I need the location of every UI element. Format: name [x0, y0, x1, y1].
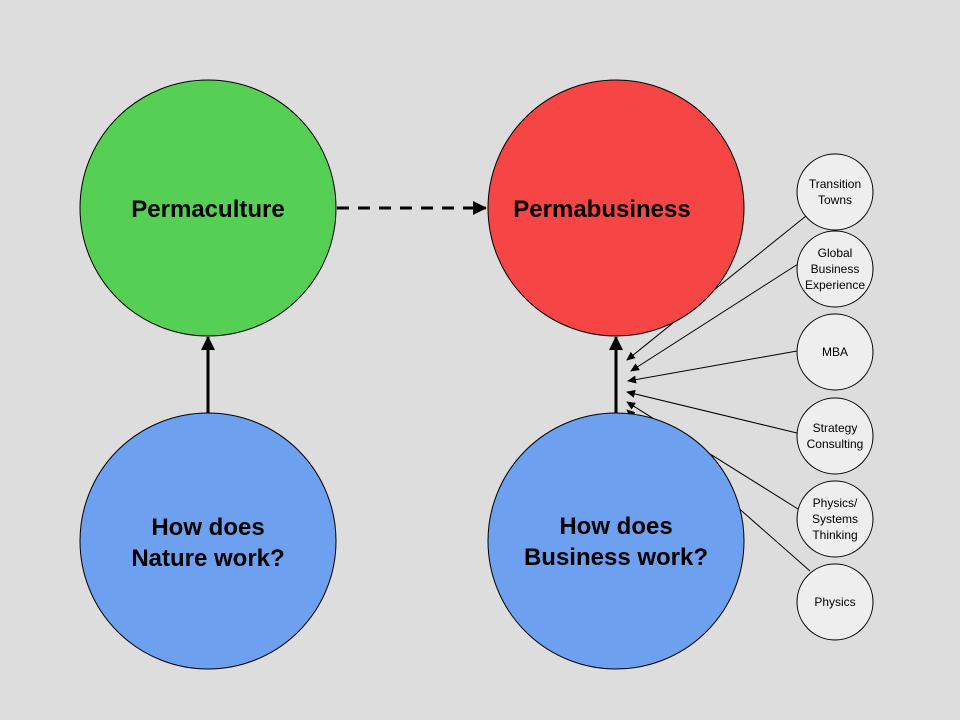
nature-question-circle	[79, 412, 337, 670]
influence-label: Transition	[809, 177, 861, 191]
influence-arrow-mba	[627, 350, 798, 384]
influence-label: MBA	[822, 345, 848, 359]
business-question-line-2: Business work?	[524, 544, 708, 571]
influence-label: Strategy	[813, 421, 858, 435]
influence-nodes: TransitionTownsGlobalBusinessExperienceM…	[796, 153, 874, 641]
nature-question-line-2: Nature work?	[131, 545, 284, 572]
influence-label: Consulting	[807, 437, 864, 451]
influence-circle	[796, 397, 874, 475]
influence-label: Systems	[812, 512, 858, 526]
influence-label: Global	[818, 246, 853, 260]
nature-question-node: How does Nature work?	[79, 412, 337, 670]
influence-arrow-global-business-experience	[630, 263, 799, 372]
permabusiness-label: Permabusiness	[513, 196, 690, 223]
influence-node-mba: MBA	[796, 313, 874, 391]
influence-node-physics: Physics	[796, 563, 874, 641]
business-question-line-1: How does	[559, 513, 672, 540]
influence-label: Business	[811, 262, 860, 276]
business-question-circle	[487, 412, 745, 670]
business-question-node: How does Business work?	[487, 412, 745, 670]
influence-label: Physics	[814, 595, 855, 609]
influence-arrow-strategy-consulting	[626, 389, 798, 434]
influence-label: Towns	[818, 193, 852, 207]
influence-label: Thinking	[812, 528, 857, 542]
influence-circle	[796, 480, 874, 558]
permaculture-node: Permaculture	[79, 79, 337, 337]
permabusiness-node: Permabusiness	[487, 79, 745, 337]
influence-circle	[796, 313, 874, 391]
influence-label: Experience	[805, 278, 865, 292]
nature-question-line-1: How does	[151, 514, 264, 541]
influence-label: Physics/	[813, 496, 858, 510]
influence-circle	[796, 563, 874, 641]
influence-circle	[796, 230, 874, 308]
permaculture-label: Permaculture	[131, 196, 284, 223]
influence-circle	[796, 153, 874, 231]
